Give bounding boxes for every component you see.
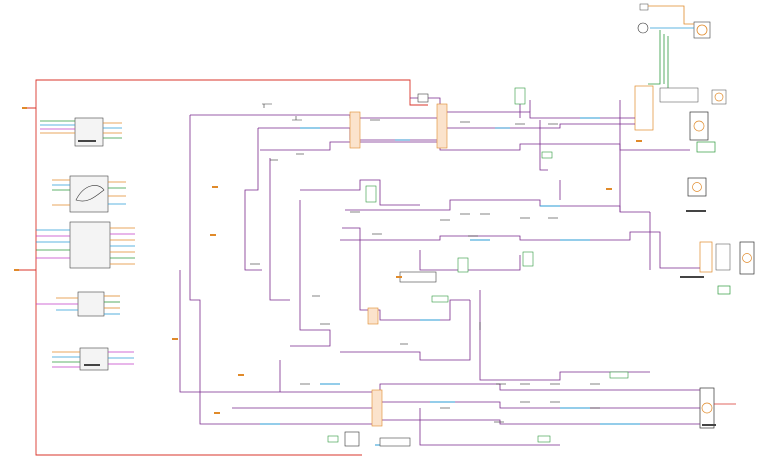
top-right-assembly — [634, 3, 755, 429]
left-block-5 — [52, 347, 134, 371]
junction-markers — [14, 107, 642, 414]
bus-inner-3 — [300, 179, 420, 206]
feed-line-left — [35, 108, 362, 456]
bus-bottom-2 — [232, 401, 700, 409]
bus-top-rail — [190, 111, 635, 119]
bus-left-drop-2 — [179, 270, 232, 393]
feed-line-top — [26, 79, 428, 109]
bus-inner-2 — [269, 158, 290, 301]
bus-rail-3 — [260, 141, 690, 151]
element-glyphs — [250, 103, 600, 423]
bus-bottom-5 — [419, 408, 560, 446]
bus-mid-6 — [340, 300, 471, 361]
feed-lines — [18, 79, 428, 456]
bus-inner-1 — [244, 128, 262, 271]
bus-mid-1 — [290, 200, 331, 347]
bus-mid-4 — [342, 227, 470, 321]
bus-network — [179, 90, 700, 446]
bus-right-1 — [539, 120, 548, 171]
bus-mid-2 — [345, 199, 650, 213]
left-block-3 — [36, 221, 135, 269]
bus-mid-7 — [479, 290, 650, 381]
component-boxes — [327, 87, 629, 447]
left-block-4 — [36, 291, 120, 317]
bus-mid-5 — [419, 250, 521, 271]
bus-left-drop — [189, 115, 232, 425]
left-block-1 — [40, 117, 122, 147]
left-block-2 — [52, 175, 126, 213]
micro-tags — [78, 140, 716, 426]
bus-bottom-3 — [232, 419, 700, 425]
column-blocks — [349, 103, 448, 427]
signal-segments — [260, 117, 640, 446]
bus-bottom-1 — [232, 383, 700, 393]
